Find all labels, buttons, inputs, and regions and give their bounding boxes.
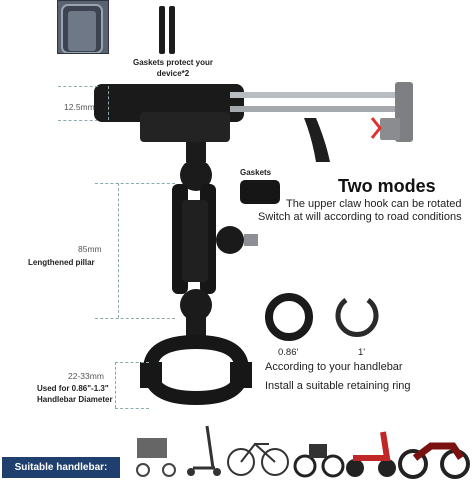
modes-line2: Switch at will according to road conditi…: [258, 211, 462, 223]
claw-hook: [304, 118, 330, 162]
stroller-icon: [136, 438, 176, 477]
bar-used-line1: Used for 0.86"-1.3": [37, 384, 109, 393]
hook-rotation-arrow: [370, 117, 382, 139]
large-ring-icon: [335, 297, 379, 337]
bicycle-icon: [227, 442, 289, 476]
small-ring-icon: [265, 293, 313, 341]
gasket-pad: [240, 180, 280, 204]
small-ring-size: 0.86': [278, 347, 299, 358]
dim-line: [58, 86, 98, 87]
dim-line: [115, 362, 116, 408]
clamp-dimension: 12.5mm: [64, 102, 95, 112]
dim-line: [58, 120, 98, 121]
dim-line: [115, 408, 149, 409]
modes-title: Two modes: [338, 176, 436, 196]
bar-used-line2: Handlebar Diameter: [37, 395, 113, 404]
motorcycle-icon: [398, 442, 470, 479]
dim-line: [118, 183, 119, 318]
dim-line: [108, 86, 109, 120]
large-ring-size: 1': [358, 347, 366, 358]
modes-line1: The upper claw hook can be rotated: [286, 198, 462, 210]
bar-dimension: 22-33mm: [68, 371, 104, 381]
gasket-inset-photo: [57, 0, 109, 54]
rings-line1: According to your handlebar: [265, 361, 403, 373]
pillar-label: Lengthened pillar: [28, 258, 95, 267]
ebike-icon: [293, 444, 345, 478]
phone-corner-icon: [61, 4, 103, 53]
e-scooter-icon: [346, 431, 396, 477]
dim-line: [95, 318, 175, 319]
gasket-strip: [169, 6, 175, 54]
pillar-dimension: 85mm: [78, 244, 102, 254]
dim-line: [115, 362, 149, 363]
gaskets-protect-label: Gaskets protect your device*2: [132, 58, 214, 78]
dim-line: [95, 183, 175, 184]
gasket-strip: [159, 6, 165, 54]
suitable-handlebar-label: Suitable handlebar:: [2, 457, 120, 478]
scooter-icon: [187, 425, 221, 476]
rings-line2: Install a suitable retaining ring: [265, 380, 411, 392]
gaskets-label: Gaskets: [240, 168, 272, 177]
retaining-rings: [265, 293, 379, 341]
vehicle-row: [136, 425, 470, 479]
phone-mount-illustration: [94, 82, 413, 406]
